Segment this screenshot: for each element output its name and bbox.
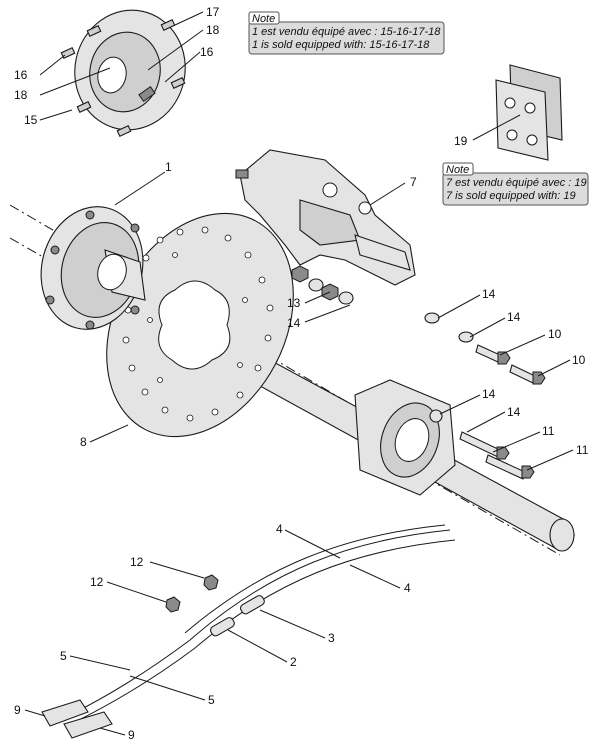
note-box-hub: Note 1 est vendu équipé avec : 15-16-17-… [248,11,445,55]
wheel-hub [40,206,146,330]
callout-3: 3 [328,631,335,645]
callout-10: 10 [548,327,562,341]
callout-14: 14 [287,316,301,330]
nuts-washers-13-14 [291,265,354,305]
callout-14: 14 [507,405,521,419]
note-line-en: 1 is sold equipped with: 15-16-17-18 [252,39,430,51]
brake-disc [106,212,294,438]
callout-5: 5 [208,693,215,707]
callout-19: 19 [454,134,468,148]
callout-17: 17 [206,5,220,19]
callout-10: 10 [572,353,586,367]
brake-lines [69,524,456,723]
callout-1: 1 [165,160,172,174]
note-line-fr: 1 est vendu équipé avec : 15-16-17-18 [252,26,441,38]
callout-16: 16 [14,68,28,82]
callout-5: 5 [60,649,67,663]
callout-4: 4 [404,581,411,595]
callout-4: 4 [276,522,283,536]
hub-detail [60,9,186,137]
brake-pads [495,64,563,161]
callout-14: 14 [482,387,496,401]
callout-9: 9 [128,728,135,742]
fittings-2-3-12 [165,574,265,637]
callout-8: 8 [80,435,87,449]
note-box-caliper: Note 7 est vendu équipé avec : 19 7 is s… [442,162,589,206]
note-title: Note [252,13,275,25]
leader-lines [24,11,574,736]
callout-15: 15 [24,113,38,127]
bolts-washers [424,312,546,480]
callouts: 17 18 16 16 18 15 1 7 19 13 14 14 14 10 … [14,5,589,742]
note-line-fr: 7 est vendu équipé avec : 19 [446,177,587,189]
callout-9: 9 [14,703,21,717]
bearing-block [354,379,456,496]
callout-16: 16 [200,45,214,59]
callout-7: 7 [410,175,417,189]
callout-2: 2 [290,655,297,669]
callout-11: 11 [576,443,589,457]
callout-13: 13 [287,296,301,310]
callout-14: 14 [482,287,496,301]
callout-14: 14 [507,310,521,324]
callout-12: 12 [90,575,104,589]
note-title: Note [446,164,469,176]
callout-12: 12 [130,555,144,569]
note-line-en: 7 is sold equipped with: 19 [446,190,576,202]
callout-18: 18 [206,23,220,37]
callout-18: 18 [14,88,28,102]
brake-caliper [235,149,416,286]
callout-11: 11 [542,424,555,438]
clips-9 [41,699,113,739]
